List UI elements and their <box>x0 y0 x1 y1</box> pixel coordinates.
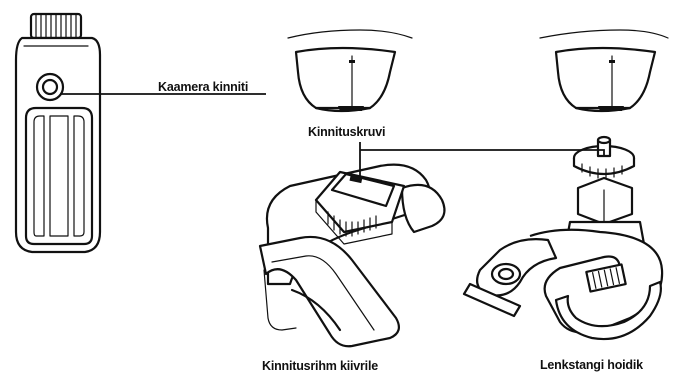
camera-illustration <box>16 14 100 252</box>
mount-adapter-top-middle <box>288 30 412 111</box>
handlebar-holder <box>464 137 662 339</box>
label-mount-screw: Kinnituskruvi <box>308 125 385 139</box>
leader-handlebar <box>360 150 604 156</box>
mount-adapter-top-right <box>540 30 668 111</box>
label-helmet-strap: Kinnitusrihm kiivrile <box>262 359 378 373</box>
label-handlebar-holder: Lenkstangi hoidik <box>540 358 643 372</box>
helmet-strap-mount <box>260 165 444 347</box>
label-camera-mount: Kaamera kinniti <box>158 80 248 94</box>
